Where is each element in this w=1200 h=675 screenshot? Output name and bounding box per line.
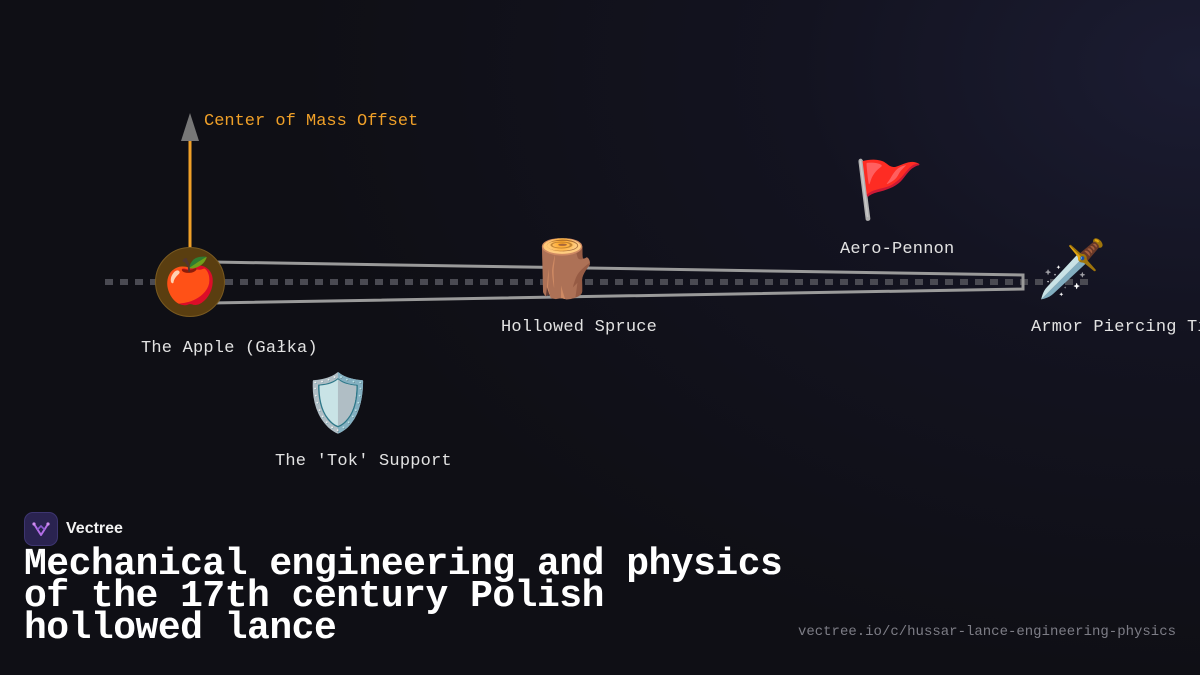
page-title: Mechanical engineering and physics of th… bbox=[24, 543, 783, 650]
center-of-mass-arrow-head bbox=[181, 113, 199, 141]
spruce-node[interactable]: 🪵 bbox=[529, 237, 599, 302]
shield-icon: 🛡️ bbox=[303, 371, 373, 436]
tip-node[interactable]: 🗡️ bbox=[1037, 237, 1107, 302]
tok-label: The 'Tok' Support bbox=[275, 452, 452, 471]
center-of-mass-label: Center of Mass Offset bbox=[204, 112, 419, 131]
log-icon: 🪵 bbox=[529, 237, 599, 302]
brand[interactable]: Vectree bbox=[24, 512, 123, 546]
spruce-label: Hollowed Spruce bbox=[501, 318, 658, 337]
apple-label: The Apple (Gałka) bbox=[141, 339, 318, 358]
pennon-label: Aero-Pennon bbox=[840, 240, 955, 259]
vectree-logo-icon bbox=[24, 512, 58, 546]
pennon-node[interactable]: 🚩 bbox=[854, 158, 924, 224]
red-flag-icon: 🚩 bbox=[854, 158, 924, 223]
apple-icon: 🍎 bbox=[162, 256, 218, 307]
tok-node[interactable]: 🛡️ bbox=[303, 371, 373, 436]
page-url[interactable]: vectree.io/c/hussar-lance-engineering-ph… bbox=[797, 624, 1176, 640]
brand-name: Vectree bbox=[66, 520, 123, 537]
sword-icon: 🗡️ bbox=[1037, 237, 1107, 302]
tip-label: Armor Piercing Tip bbox=[1031, 318, 1200, 337]
apple-node[interactable]: 🍎 bbox=[155, 247, 225, 317]
